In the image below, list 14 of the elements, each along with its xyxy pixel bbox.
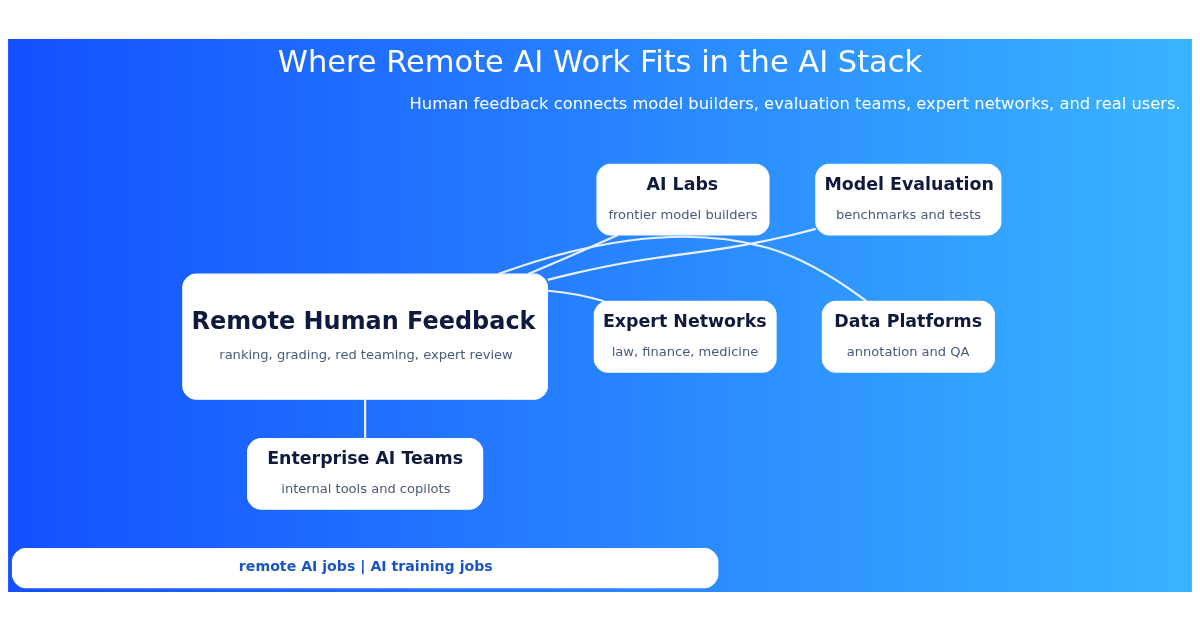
diagram-title: Where Remote AI Work Fits in the AI Stack [277, 43, 923, 79]
label: Human feedback connects model builders, evaluation teams, expert networks, and real users. [409, 93, 1181, 113]
label: remote AI jobs | AI training jobs [238, 557, 493, 574]
connector [547, 289, 605, 302]
connector [364, 398, 367, 438]
node-box: Enterprise AI Teams internal tools and copilots [247, 437, 484, 510]
node-box: AI Labs frontier model builders [596, 163, 770, 235]
node-box: Remote Human Feedback ranking, grading, red teaming, expert review [182, 273, 549, 400]
node-box: Model Evaluation benchmarks and tests [815, 163, 1002, 235]
connector [497, 235, 868, 302]
connector [547, 227, 817, 281]
node-box: Expert Networks law, finance, medicine [593, 300, 777, 373]
connector [527, 233, 619, 275]
node-box: Data Platforms annotation and QA [821, 300, 995, 373]
